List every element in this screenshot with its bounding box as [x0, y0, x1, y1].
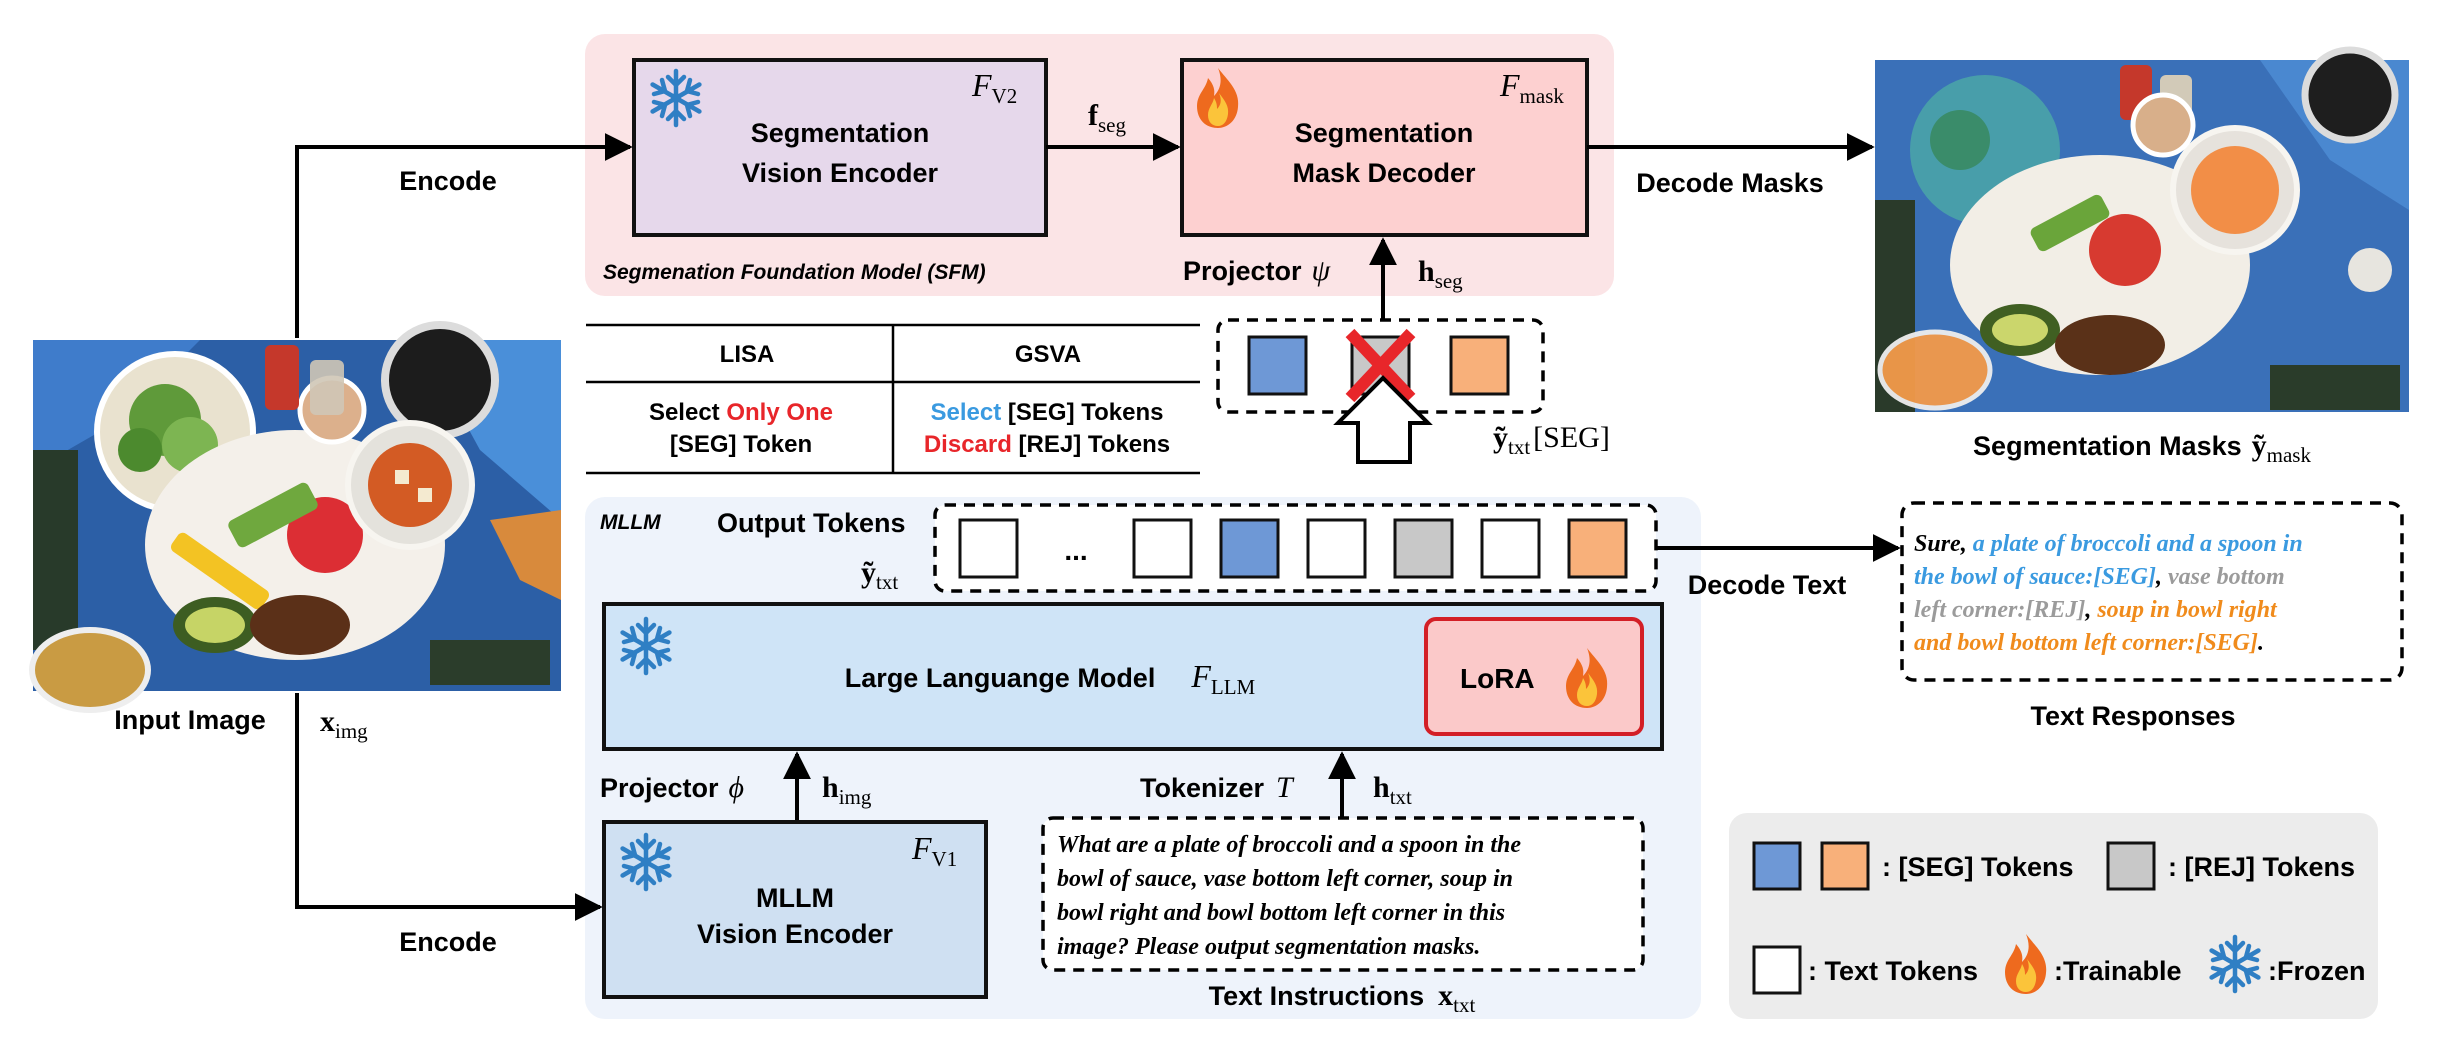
decode-text-label: Decode Text — [1688, 570, 1847, 600]
response-line-3: left corner:[REJ], soup in bowl right — [1914, 597, 2278, 623]
lora-label: LoRA — [1460, 663, 1535, 694]
hollow-up-arrow-icon — [1333, 375, 1433, 464]
gsva-cell-line1: Select [SEG] Tokens — [931, 399, 1164, 426]
seg-token-blue — [1247, 335, 1308, 396]
instruction-line-2: bowl of sauce, vase bottom left corner, … — [1057, 866, 1513, 892]
legend-seg-blue — [1752, 841, 1802, 891]
output-text-token — [958, 518, 1019, 579]
output-rej-token-gray — [1393, 518, 1454, 579]
mask-decoder-line1: Segmentation — [1295, 118, 1474, 148]
output-seg-token-blue — [1219, 518, 1280, 579]
sfm-caption: Segmenation Foundation Model (SFM) — [603, 261, 986, 284]
input-image — [29, 321, 561, 713]
segmentation-mask-image — [1875, 46, 2409, 412]
h-img-label: himg — [822, 771, 872, 809]
seg-token-orange — [1449, 335, 1510, 396]
legend-rej-gray — [2106, 841, 2156, 891]
x-img-label: ximg — [320, 705, 368, 743]
vision-encoder-line2: Vision Encoder — [742, 158, 939, 188]
y-txt-seg-label: ỹtxt[SEG] — [1493, 421, 1610, 459]
output-tokens-box — [933, 503, 1658, 593]
text-responses-caption: Text Responses — [2030, 701, 2235, 731]
h-txt-label: htxt — [1373, 771, 1412, 809]
red-x-icon — [1345, 328, 1416, 403]
legend-rej-label: : [REJ] Tokens — [2168, 852, 2355, 882]
token-ellipsis: ... — [1064, 535, 1087, 566]
legend-text-label: : Text Tokens — [1808, 956, 1978, 986]
f-v2-symbol: FV2 — [971, 67, 1017, 108]
encode-top-arrow — [295, 133, 633, 338]
input-image-label: Input Image — [114, 705, 266, 735]
output-tokens-label: Output Tokens — [717, 508, 906, 538]
instruction-line-3: bowl right and bowl bottom left corner i… — [1057, 900, 1505, 926]
comparison-table: LISA GSVA Select Only One [SEG] Token Se… — [586, 323, 1200, 475]
text-response-box — [1900, 501, 2404, 682]
lisa-cell-line2: [SEG] Token — [670, 431, 812, 458]
encode-bottom-label: Encode — [399, 927, 497, 957]
output-text-token — [1132, 518, 1193, 579]
table-header-gsva: GSVA — [1015, 341, 1081, 368]
text-response: Sure, a plate of broccoli and a spoon in… — [1914, 531, 2303, 656]
encode-top-label: Encode — [399, 166, 497, 196]
output-text-token — [1480, 518, 1541, 579]
mllm-encoder-line2: Vision Encoder — [697, 919, 894, 949]
decode-masks-label: Decode Masks — [1636, 168, 1824, 198]
response-line-2: the bowl of sauce:[SEG], vase bottom — [1914, 564, 2285, 590]
h-seg-label: hseg — [1418, 255, 1463, 293]
vision-encoder-line1: Segmentation — [751, 118, 930, 148]
legend-text-token — [1752, 945, 1802, 995]
gsva-cell-line2: Discard [REJ] Tokens — [924, 431, 1170, 458]
text-instructions-box — [1041, 816, 1645, 972]
mask-decoder-line2: Mask Decoder — [1292, 158, 1476, 188]
legend-trainable-label: :Trainable — [2054, 956, 2182, 986]
legend-seg-label: : [SEG] Tokens — [1882, 852, 2074, 882]
response-line-4: and bowl bottom left corner:[SEG]. — [1914, 630, 2264, 656]
lisa-cell-line1: Select Only One — [649, 399, 833, 426]
response-line-1: Sure, a plate of broccoli and a spoon in — [1914, 531, 2303, 557]
f-seg-label: fseg — [1088, 99, 1126, 137]
legend-frozen-label: :Frozen — [2268, 956, 2366, 986]
f-v1-symbol: FV1 — [911, 830, 957, 871]
mllm-encoder-line1: MLLM — [756, 883, 834, 913]
segmentation-vision-encoder — [632, 58, 1048, 237]
encode-bottom-arrow — [295, 693, 603, 921]
segmentation-mask-decoder — [1180, 58, 1589, 237]
mllm-caption: MLLM — [600, 511, 661, 534]
instruction-line-1: What are a plate of broccoli and a spoon… — [1057, 832, 1521, 858]
table-header-lisa: LISA — [720, 341, 775, 368]
f-mask-symbol: Fmask — [1499, 67, 1564, 108]
legend-seg-orange — [1820, 841, 1870, 891]
output-seg-token-orange — [1567, 518, 1628, 579]
output-text-token — [1306, 518, 1367, 579]
y-txt-label: ỹtxt — [861, 556, 898, 594]
instruction-line-4: image? Please output segmentation masks. — [1057, 934, 1480, 960]
